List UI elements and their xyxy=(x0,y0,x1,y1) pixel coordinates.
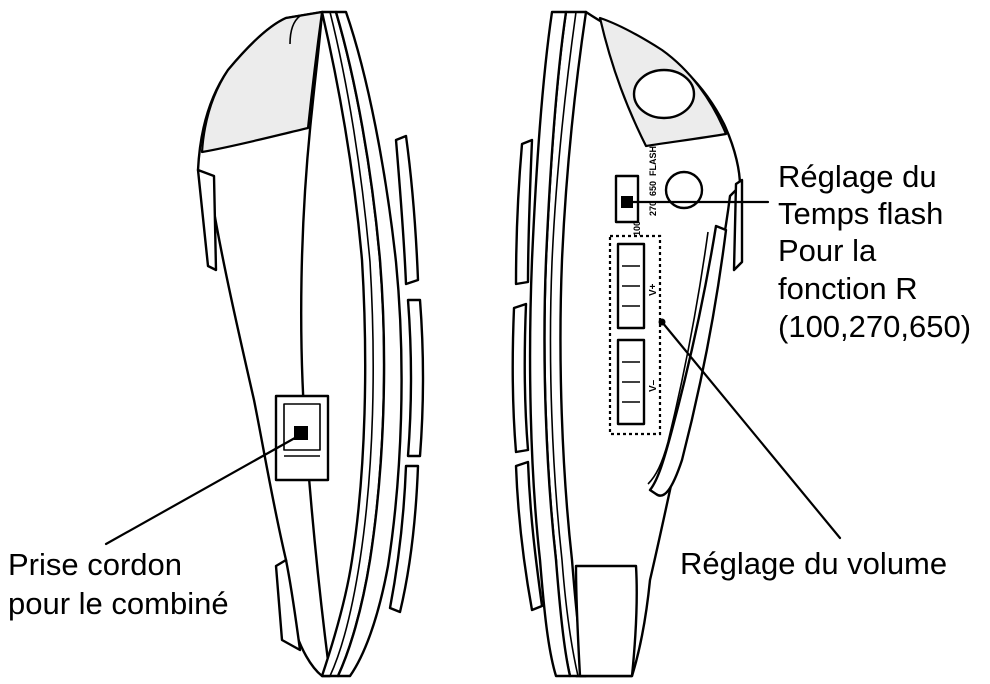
leader-dot-volume xyxy=(658,318,666,326)
flash-marking-100: 100 xyxy=(632,221,642,236)
volume-callout: Réglage du volume xyxy=(680,546,947,581)
right-phone-key-block-1 xyxy=(514,138,534,286)
left-phone-key-block-3 xyxy=(388,464,420,614)
flash-marking-title: FLASH xyxy=(648,146,658,176)
right-phone-round-button xyxy=(664,170,704,210)
volume-plus-marking: V+ xyxy=(648,283,659,296)
left-phone-upper-panel xyxy=(200,10,324,154)
flash-callout-line-4: fonction R xyxy=(778,271,918,306)
leader-dot-flash xyxy=(624,198,632,206)
left-phone-top-bevel xyxy=(289,15,301,45)
flash-callout-line-3: Pour la xyxy=(778,233,877,268)
right-phone-band-inner-line xyxy=(549,11,579,677)
flash-marking-270: 270 xyxy=(648,201,658,216)
left-phone-key-block-2 xyxy=(406,298,425,458)
flash-callout: Réglage du Temps flash Pour la fonction … xyxy=(778,159,971,344)
right-phone-side-tab xyxy=(732,178,744,272)
flash-marking-650: 650 xyxy=(648,181,658,196)
volume-control-region xyxy=(608,234,662,436)
right-phone-handset-clip xyxy=(648,224,728,497)
jack-callout-line-2: pour le combiné xyxy=(8,586,229,621)
right-phone-keypad-rim xyxy=(528,10,572,678)
leader-line-jack xyxy=(104,432,304,546)
volume-minus-marking: V– xyxy=(648,379,659,392)
jack-callout-line-1: Prise cordon xyxy=(8,547,182,582)
left-phone-side-view xyxy=(196,10,425,678)
leader-line-volume xyxy=(660,320,842,540)
flash-callout-line-2: Temps flash xyxy=(778,196,943,231)
left-phone-side-tab xyxy=(196,168,218,272)
left-phone-key-block-1 xyxy=(394,134,420,286)
left-phone-keypad-rim xyxy=(334,10,403,678)
flash-callout-line-1: Réglage du xyxy=(778,159,937,194)
handset-jack-inner xyxy=(283,403,321,451)
right-phone-clip-groove xyxy=(647,231,709,485)
right-phone-key-block-2 xyxy=(511,302,530,454)
right-phone-key-block-3 xyxy=(514,460,544,612)
jack-callout: Prise cordon pour le combiné xyxy=(8,547,229,621)
right-phone-side-view: FLASH 650 270 100 V+ V– xyxy=(511,10,744,678)
right-phone-top-oval xyxy=(632,68,696,120)
flash-callout-line-5: (100,270,650) xyxy=(778,309,971,344)
left-phone-band-inner-line xyxy=(329,11,374,677)
leader-dot-jack xyxy=(298,430,306,438)
left-phone-bottom-foot xyxy=(274,558,302,652)
right-phone-bottom-foot xyxy=(574,564,638,678)
